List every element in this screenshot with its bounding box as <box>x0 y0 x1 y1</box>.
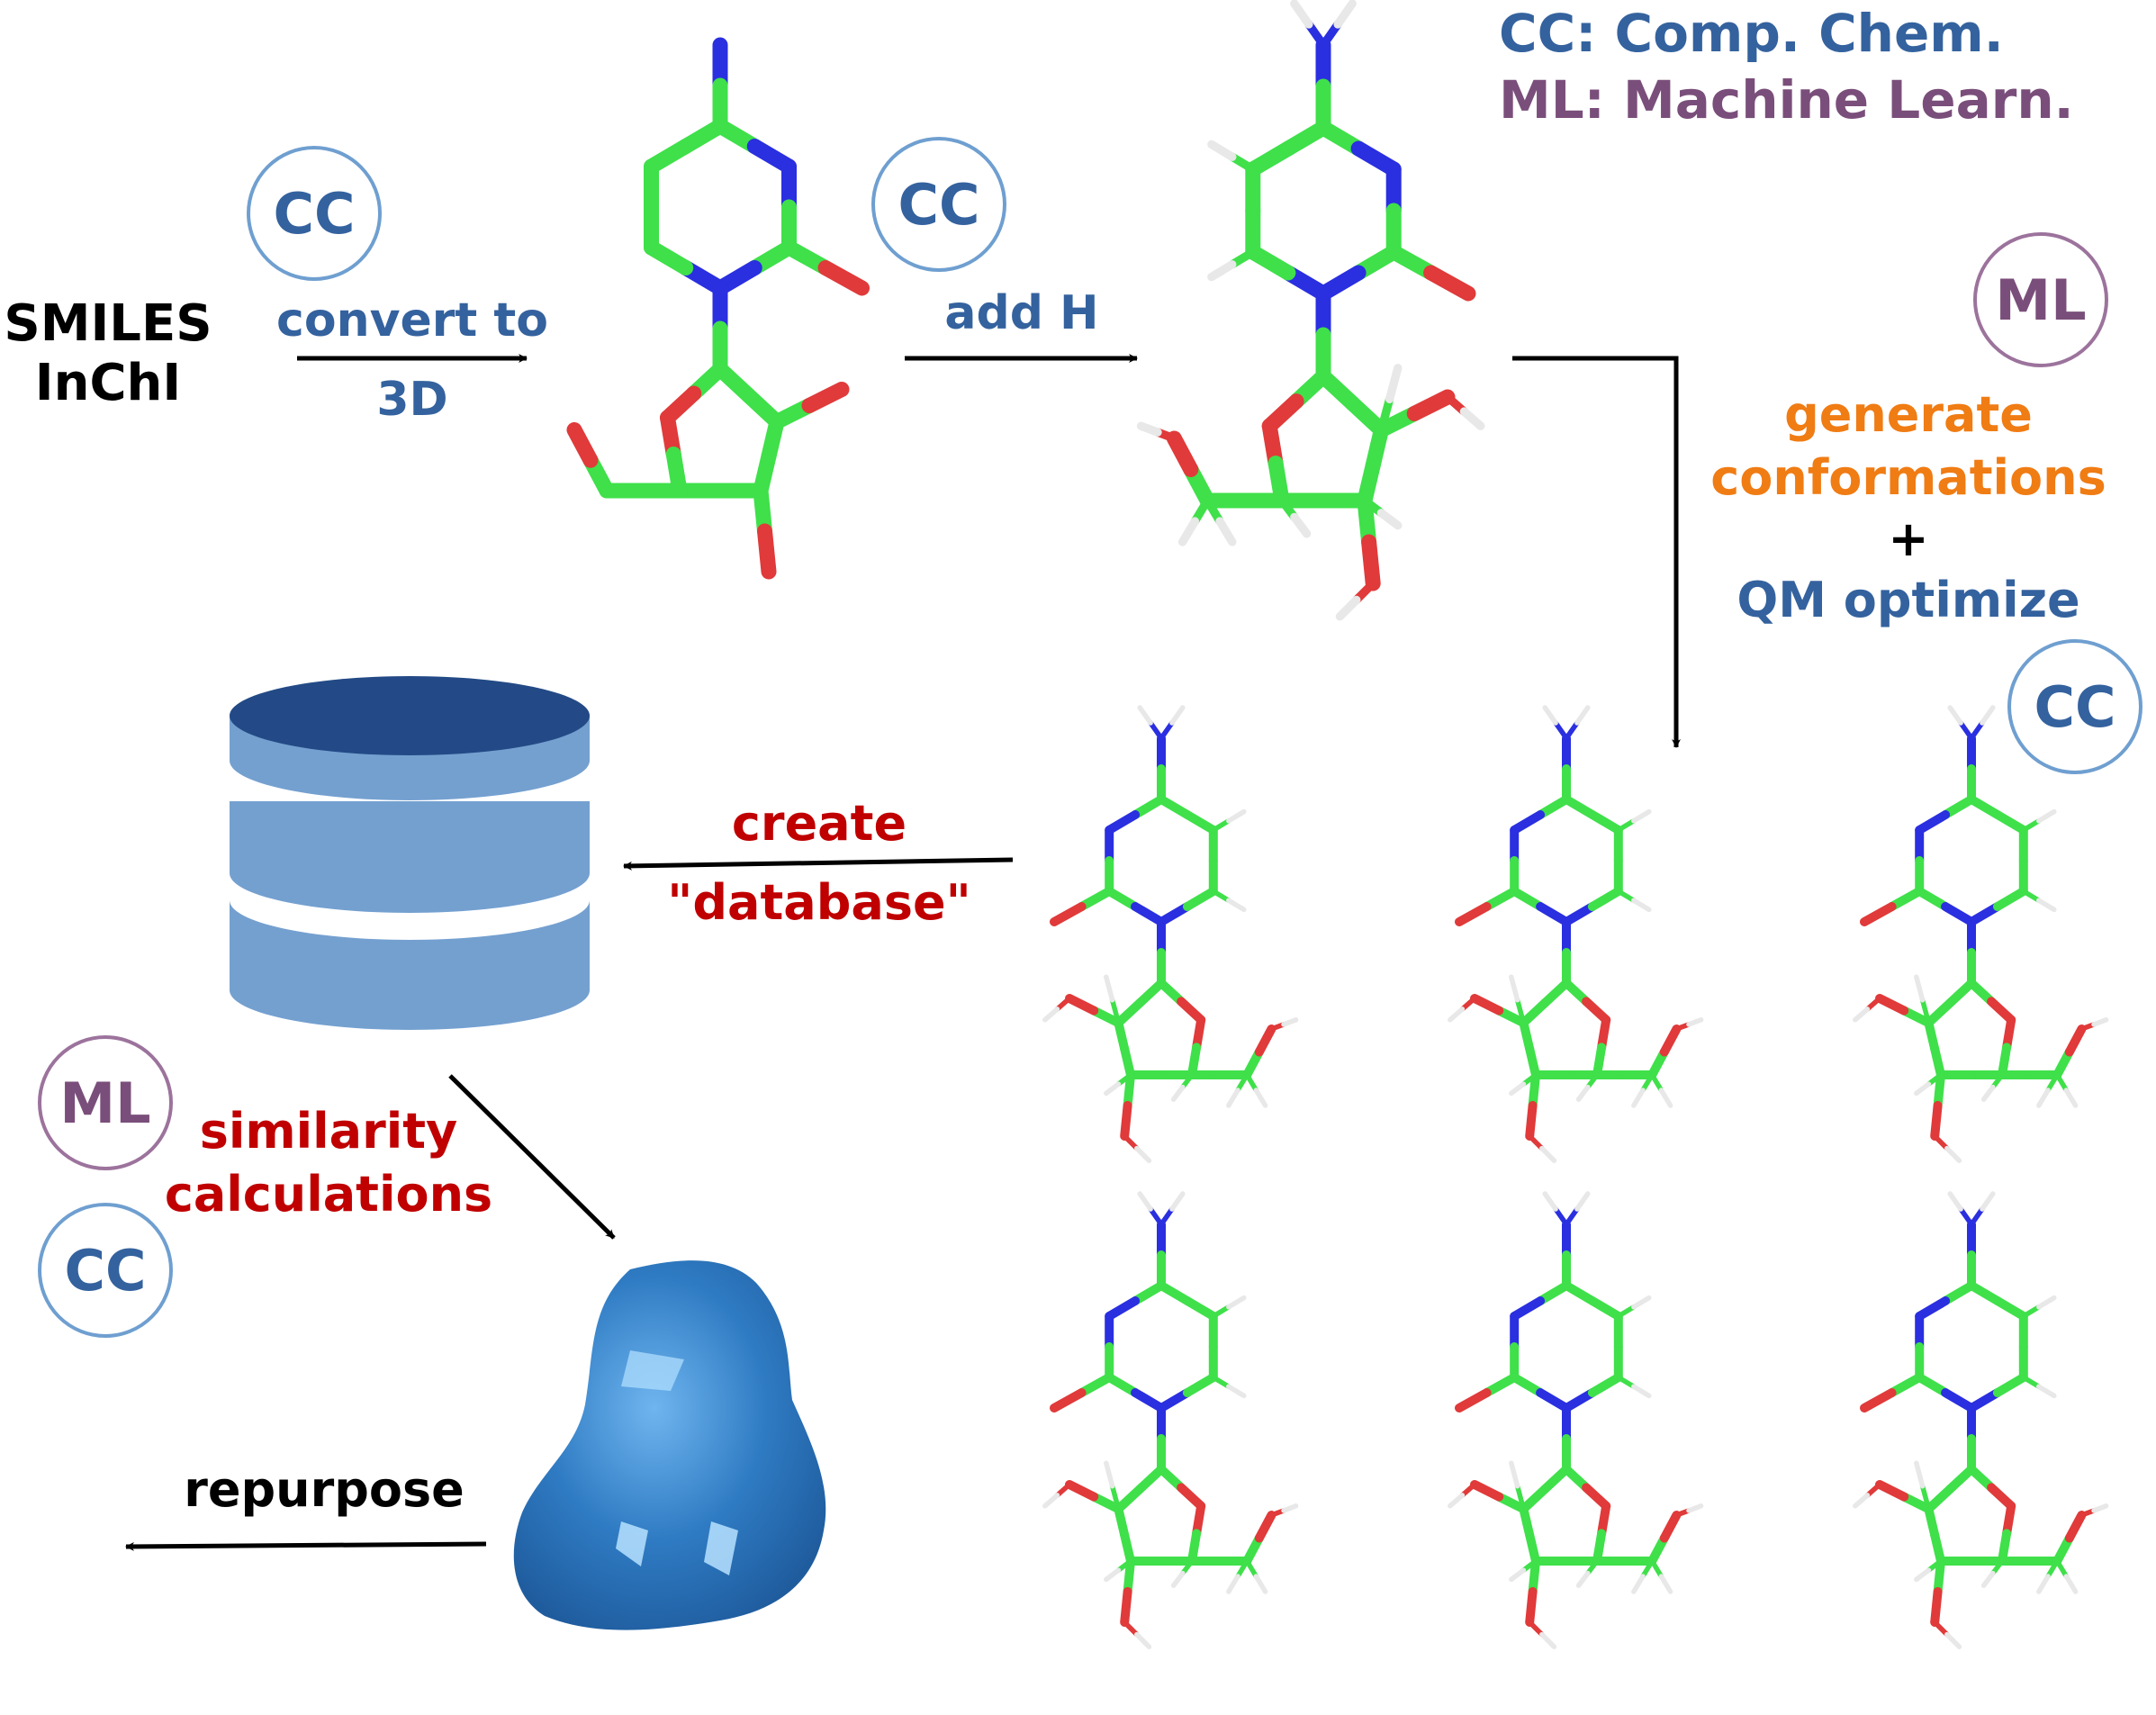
conformer-5 <box>1448 1191 1704 1649</box>
input-smiles: SMILES <box>4 294 212 353</box>
database-icon <box>230 676 590 1030</box>
conformer-4 <box>1042 1191 1299 1649</box>
molecule-with-hydrogens <box>1136 0 1485 621</box>
legend-cc: CC: Comp. Chem. <box>1499 3 2004 64</box>
conformer-3 <box>1853 705 2109 1163</box>
conformer-1 <box>1042 705 1299 1163</box>
step-similarity: similarity <box>199 1103 458 1160</box>
cc-badge-convert: CC <box>247 146 382 281</box>
conformer-2 <box>1448 705 1704 1163</box>
binding-pocket-surface <box>513 1260 826 1630</box>
cc-badge-qm: CC <box>2007 639 2142 774</box>
arrow-similarity <box>448 1074 616 1240</box>
step-calculations: calculations <box>164 1166 493 1223</box>
step-database: "database" <box>667 874 971 931</box>
conformer-6 <box>1853 1191 2109 1649</box>
cc-badge-add-h: CC <box>871 137 1006 272</box>
legend-ml: ML: Machine Learn. <box>1499 69 2074 131</box>
arrow-create-database <box>623 857 1014 871</box>
arrow-repurpose <box>125 1541 487 1551</box>
input-inchi: InChI <box>34 354 182 412</box>
step-qm-optimize: QM optimize <box>1737 572 2080 628</box>
step-plus: + <box>1888 510 1929 567</box>
step-add-h: add H <box>944 286 1099 340</box>
step-convert: convert to <box>276 293 548 348</box>
molecule-3d <box>566 37 870 580</box>
ml-badge-similarity: ML <box>38 1035 173 1170</box>
arrow-to-conformations <box>1512 356 1681 748</box>
step-create: create <box>731 795 907 852</box>
ml-badge-conformations: ML <box>1973 232 2108 367</box>
step-repurpose: repurpose <box>184 1461 465 1518</box>
cc-badge-similarity: CC <box>38 1203 173 1338</box>
step-generate: generate <box>1784 386 2033 443</box>
step-conformations: conformations <box>1710 449 2106 506</box>
step-convert-3d: 3D <box>376 373 448 427</box>
